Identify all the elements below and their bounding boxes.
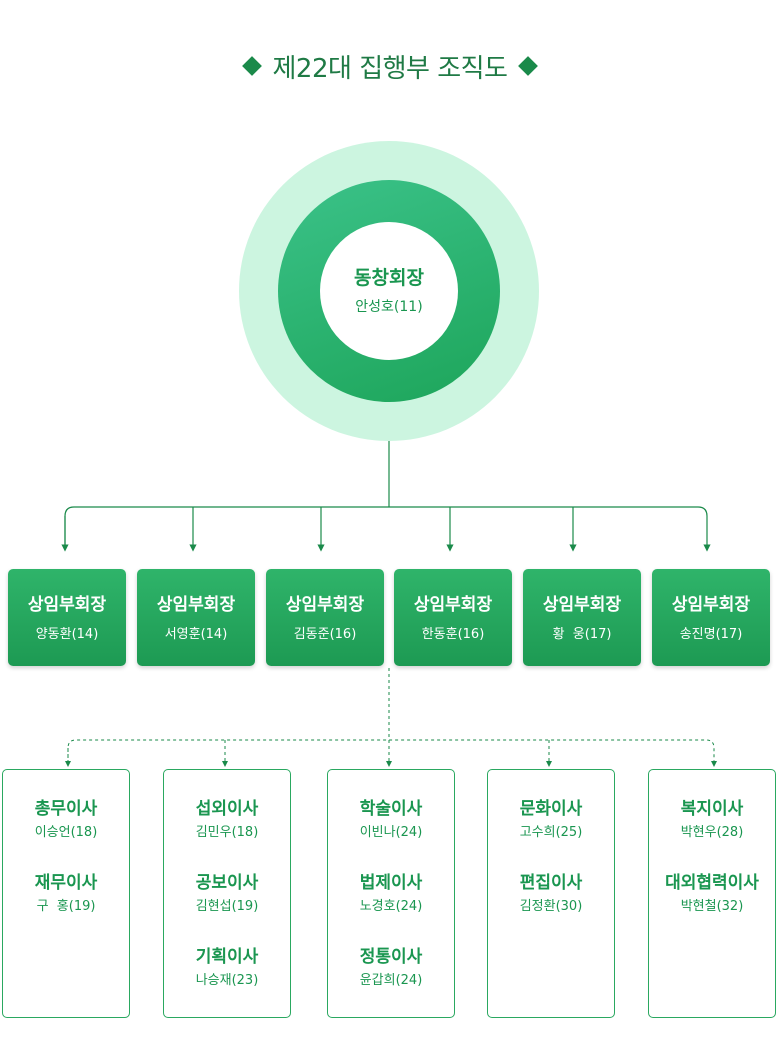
director-name: 구 홍(19) [36,899,96,914]
vp-node-4: 상임부회장 한동훈(16) [394,569,512,666]
vp-role: 상임부회장 [156,594,236,615]
vp-node-3: 상임부회장 김동준(16) [266,569,384,666]
director-entry: 문화이사 고수희(25) [488,799,614,873]
director-name: 나승재(23) [195,973,259,988]
vp-node-6: 상임부회장 송진명(17) [652,569,770,666]
president-node: 동창회장 안성호(11) [320,222,458,360]
director-role: 대외협력이사 [665,873,759,893]
director-group-5: 복지이사 박현우(28) 대외협력이사 박현철(32) [648,769,776,1018]
vp-role: 상임부회장 [671,594,751,615]
director-role: 복지이사 [680,799,744,819]
director-name: 윤갑희(24) [359,973,423,988]
director-role: 편집이사 [519,873,583,893]
director-bus-line [67,739,717,767]
director-role: 기획이사 [195,947,259,967]
director-role: 정통이사 [359,947,423,967]
vp-name: 김동준(16) [293,626,357,642]
vp-role: 상임부회장 [27,594,107,615]
director-entry: 섭외이사 김민우(18) [164,799,290,873]
director-name: 이빈나(24) [359,825,423,840]
vp-role: 상임부회장 [542,594,622,615]
director-role: 학술이사 [359,799,423,819]
vp-name: 한동훈(16) [421,626,485,642]
vp-node-2: 상임부회장 서영훈(14) [137,569,255,666]
director-group-3: 학술이사 이빈나(24) 법제이사 노경호(24) 정통이사 윤갑희(24) [327,769,455,1018]
director-group-4: 문화이사 고수희(25) 편집이사 김정환(30) [487,769,615,1018]
director-name: 박현철(32) [680,899,744,914]
director-name: 김현섭(19) [195,899,259,914]
director-role: 문화이사 [519,799,583,819]
vp-name: 송진명(17) [679,626,743,642]
director-entry: 공보이사 김현섭(19) [164,873,290,947]
director-group-2: 섭외이사 김민우(18) 공보이사 김현섭(19) 기획이사 나승재(23) [163,769,291,1018]
director-entry: 재무이사 구 홍(19) [3,873,129,947]
director-name: 김민우(18) [195,825,259,840]
director-role: 총무이사 [34,799,98,819]
director-entry: 편집이사 김정환(30) [488,873,614,947]
vp-role: 상임부회장 [413,594,493,615]
director-role: 섭외이사 [195,799,259,819]
vp-bus-line [64,506,711,552]
director-name: 노경호(24) [359,899,423,914]
director-group-1: 총무이사 이승언(18) 재무이사 구 홍(19) [2,769,130,1018]
vp-role: 상임부회장 [285,594,365,615]
director-entry: 학술이사 이빈나(24) [328,799,454,873]
director-entry: 총무이사 이승언(18) [3,799,129,873]
vp-name: 황 웅(17) [552,626,612,642]
vp-name: 서영훈(14) [164,626,228,642]
director-entry: 복지이사 박현우(28) [649,799,775,873]
director-role: 재무이사 [34,873,98,893]
director-name: 김정환(30) [519,899,583,914]
director-name: 이승언(18) [34,825,98,840]
president-name: 안성호(11) [355,298,423,315]
director-entry: 기획이사 나승재(23) [164,947,290,1021]
director-name: 고수희(25) [519,825,583,840]
director-role: 법제이사 [359,873,423,893]
director-name: 박현우(28) [680,825,744,840]
vp-node-1: 상임부회장 양동환(14) [8,569,126,666]
vp-node-5: 상임부회장 황 웅(17) [523,569,641,666]
chart-title: 제22대 집행부 조직도 [0,48,780,85]
president-role: 동창회장 [354,266,424,289]
director-role: 공보이사 [195,873,259,893]
director-entry: 정통이사 윤갑희(24) [328,947,454,1021]
director-entry: 대외협력이사 박현철(32) [649,873,775,947]
chart-title-text: 제22대 집행부 조직도 [272,54,508,84]
director-entry: 법제이사 노경호(24) [328,873,454,947]
vp-name: 양동환(14) [35,626,99,642]
